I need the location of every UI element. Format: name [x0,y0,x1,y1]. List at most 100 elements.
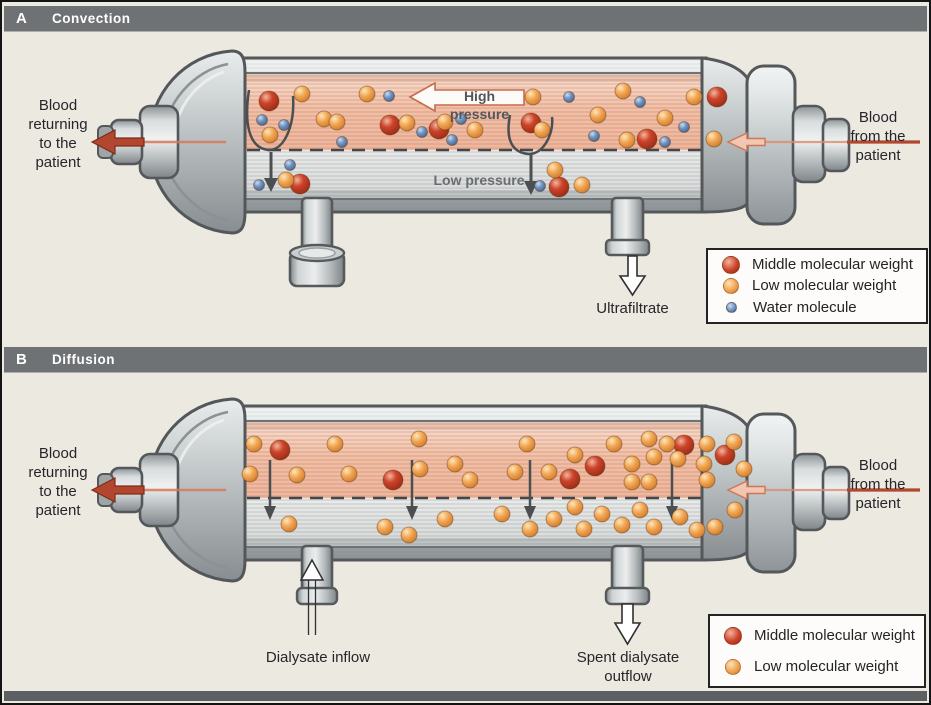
middle-molecular-weight-dot [724,626,742,645]
outflow-port-collar [604,586,651,606]
low-molecule [575,520,593,538]
low-molecule [436,510,454,528]
legend-label: Middle molecular weight [752,256,913,274]
low-molecule [400,526,418,544]
low-molecule [288,466,306,484]
middle-molecule [584,455,606,477]
low-molecule [573,176,591,194]
low-molecule [398,114,416,132]
water-molecule [634,96,646,108]
middle-molecular-weight-dot [722,255,740,274]
dialyzer-convection [90,49,922,253]
low-molecule [614,82,632,100]
blood-from-label: Blood from the patient [850,457,906,512]
water-molecule [588,130,600,142]
blood-returning-label: Blood returning to the patient [28,445,88,519]
water-molecule [253,179,265,191]
low-molecule [277,171,295,189]
water-molecule [416,126,428,138]
dialyzer-diffusion [90,397,922,601]
middle-molecule [269,439,291,461]
low-molecule [725,433,743,451]
low-molecule [241,465,259,483]
low-molecule [340,465,358,483]
funnel-icon [245,89,295,152]
low-molecule [669,450,687,468]
low-molecule [446,455,464,473]
low-molecule [623,473,641,491]
molecules-a [253,82,728,198]
low-molecule [461,471,479,489]
low-molecule [546,161,564,179]
low-molecule [245,435,263,453]
middle-molecule [714,444,736,466]
low-molecule [533,121,551,139]
low-molecule [671,508,689,526]
low-molecule [261,126,279,144]
low-molecule [376,518,394,536]
funnel-icon [507,114,554,156]
low-molecule [631,501,649,519]
legend-label: Middle molecular weight [754,627,915,644]
legend-label: Water molecule [753,298,857,316]
low-molecule [645,448,663,466]
low-molecule [566,498,584,516]
figure-footer-strip [4,691,927,701]
low-molecule [698,471,716,489]
blood-returning-label: Blood returning to the patient [28,97,88,171]
low-molecule [618,131,636,149]
legend-item: Low molecular weight [714,275,920,296]
ultrafiltrate-arrow-icon [618,255,647,297]
low-molecule [658,435,676,453]
panel-b-letter: B [16,351,27,368]
low-molecule [613,516,631,534]
capped-port [288,243,346,288]
low-molecule [506,463,524,481]
low-molecule [280,515,298,533]
panel-a-header: A Convection [4,6,927,31]
dialysate-inflow-arrow-icon [299,558,325,635]
spent-dialysate-arrow-icon [613,603,642,646]
low-molecule [566,446,584,464]
low-molecule [358,85,376,103]
water-molecule [278,119,290,131]
legend-diffusion: Middle molecular weight Low molecular we… [708,614,926,688]
water-molecule [256,114,268,126]
middle-molecule [382,469,404,491]
low-molecule [623,455,641,473]
legend-label: Low molecular weight [754,658,899,675]
low-molecule [656,109,674,127]
low-molecule [466,121,484,139]
low-molecule [593,505,611,523]
low-pressure-label: Low pressure [433,172,525,188]
middle-molecule [548,176,570,198]
low-molecule [645,518,663,536]
water-molecule [284,159,296,171]
low-molecule [640,473,658,491]
high-pressure-arrow-icon [408,81,525,113]
water-molecule [563,91,575,103]
water-molecule [678,121,690,133]
middle-molecule [706,86,728,108]
blood-from-label: Blood from the patient [850,109,906,164]
low-molecule [705,130,723,148]
molecules-b [241,430,753,544]
low-molecule [293,85,311,103]
ultrafiltrate-label: Ultrafiltrate [596,300,669,317]
legend-item: Middle molecular weight [716,620,918,651]
water-molecule [383,90,395,102]
inflow-port-collar [295,586,339,606]
low-molecule [589,106,607,124]
dialysate-inflow-label: Dialysate inflow [265,649,371,666]
water-molecule [534,180,546,192]
water-molecule-dot [726,301,737,313]
high-pressure-label: High pressure [449,88,510,122]
water-molecule [659,136,671,148]
low-molecular-weight-dot [725,658,741,675]
middle-molecule [636,128,658,150]
legend-item: Water molecule [714,297,920,318]
panel-a-annotations [245,81,651,297]
middle-molecule [559,468,581,490]
water-molecule [446,134,458,146]
